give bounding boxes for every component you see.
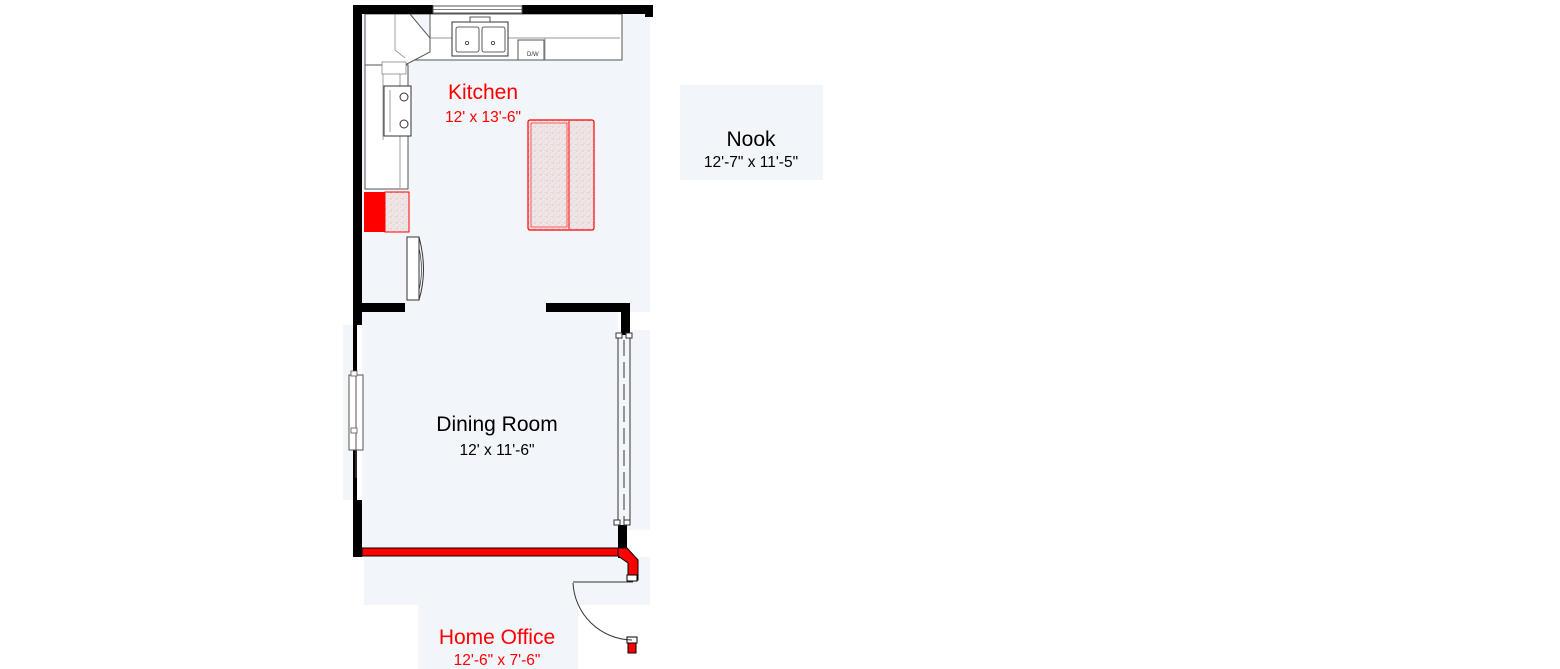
kitchen-name: Kitchen bbox=[448, 81, 518, 104]
left-wall-lower bbox=[353, 500, 362, 557]
office-wall bbox=[361, 547, 639, 654]
nook-floor bbox=[680, 85, 823, 180]
kitchen-dining-partition-left bbox=[362, 303, 405, 312]
left-wall-upper bbox=[353, 5, 362, 325]
office-floor bbox=[364, 557, 650, 605]
window-icon bbox=[432, 5, 523, 14]
right-wall-stub-top bbox=[621, 303, 630, 335]
office-floor-lower bbox=[418, 605, 578, 669]
left-wall-window-jamb-bottom bbox=[353, 450, 357, 500]
office-name: Home Office bbox=[439, 626, 555, 649]
cooktop-icon bbox=[383, 85, 412, 137]
refrigerator-icon bbox=[406, 236, 424, 301]
dining-name: Dining Room bbox=[436, 413, 557, 436]
walls bbox=[353, 5, 653, 558]
dining-window-icon bbox=[348, 370, 364, 478]
granite-counter bbox=[384, 191, 410, 233]
office-dims: 12'-6" x 7'-6" bbox=[454, 652, 541, 669]
dishwasher-label: D/W bbox=[527, 52, 539, 58]
top-wall-cap bbox=[645, 5, 653, 17]
dining-floor bbox=[362, 312, 618, 548]
door-swing-icon bbox=[572, 581, 633, 641]
floor-areas bbox=[343, 12, 823, 669]
island-icon bbox=[527, 119, 595, 231]
dining-dims: 12' x 11'-6" bbox=[460, 442, 535, 459]
kitchen-dims: 12' x 13'-6" bbox=[445, 109, 521, 126]
sink-icon bbox=[451, 16, 509, 57]
kitchen-dining-partition-right bbox=[546, 303, 630, 312]
room-labels: Kitchen 12' x 13'-6" Nook 12'-7" x 11'-5… bbox=[436, 81, 798, 669]
sliding-door-icon bbox=[613, 332, 633, 526]
nook-name: Nook bbox=[726, 128, 776, 151]
top-wall-right bbox=[522, 5, 653, 14]
sliding-door-floor bbox=[618, 330, 650, 530]
nook-dims: 12'-7" x 11'-5" bbox=[704, 154, 798, 171]
left-wall-window-jamb-top bbox=[353, 325, 357, 375]
top-wall-left bbox=[353, 5, 433, 14]
right-wall-stub-bottom bbox=[618, 525, 627, 558]
highlight-block bbox=[364, 192, 385, 232]
top-counter bbox=[409, 13, 623, 61]
dishwasher bbox=[517, 39, 545, 61]
